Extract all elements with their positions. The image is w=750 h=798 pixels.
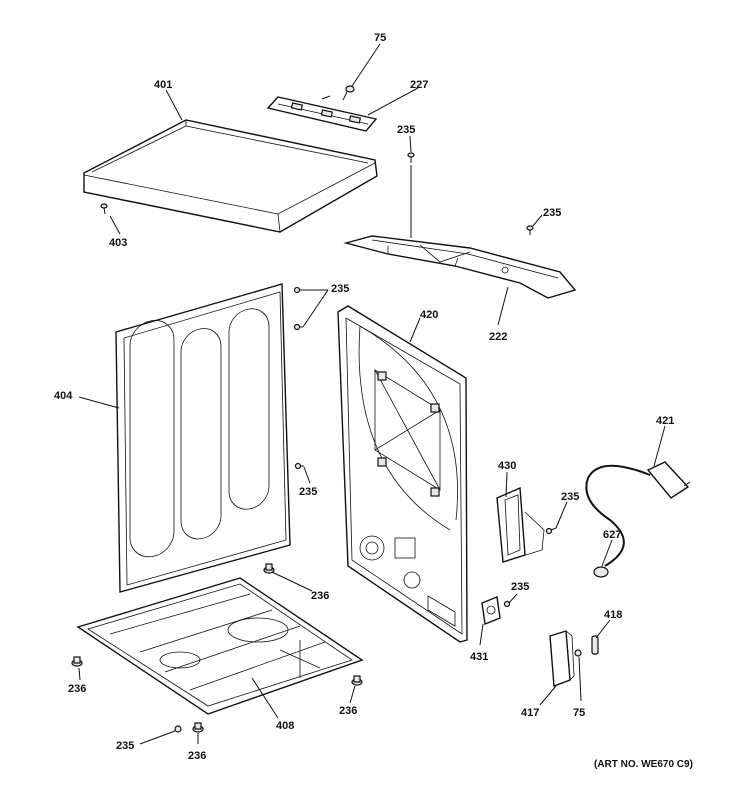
callout-417: 417 — [521, 707, 539, 719]
callout-403: 403 — [109, 237, 127, 249]
callout-labels: 75 227 401 235 235 403 235 420 222 404 2… — [54, 32, 693, 770]
part-418 — [591, 635, 599, 655]
callout-222: 222 — [489, 331, 507, 343]
art-number: (ART NO. WE670 C9) — [594, 759, 693, 770]
callout-75-top: 75 — [374, 32, 386, 44]
screw-235-b — [526, 225, 534, 235]
callout-235-d: 235 — [299, 486, 317, 498]
callout-430: 430 — [498, 460, 516, 472]
rear-panel-420 — [337, 305, 468, 643]
cover-417 — [549, 630, 575, 687]
screw-235-c2 — [293, 323, 303, 331]
foot-236-b — [71, 656, 83, 667]
screw-235-f — [503, 600, 511, 608]
callout-227: 227 — [410, 79, 428, 91]
screw-235-d — [294, 462, 304, 470]
callout-235-c: 235 — [331, 283, 349, 295]
screw-75-top — [342, 85, 355, 101]
callout-236-c: 236 — [339, 705, 357, 717]
base-408 — [76, 577, 364, 715]
callout-236-d: 236 — [188, 750, 206, 762]
screw-235-g — [174, 725, 182, 733]
callout-235-a: 235 — [397, 124, 415, 136]
front-panel-bracket-222 — [343, 235, 577, 299]
callout-627: 627 — [603, 529, 621, 541]
callout-431: 431 — [470, 651, 488, 663]
callout-235-g: 235 — [116, 740, 134, 752]
terminal-block-431 — [481, 596, 501, 625]
callout-404: 404 — [54, 390, 73, 402]
leader-lines — [78, 43, 666, 745]
callout-236-a: 236 — [311, 590, 329, 602]
callout-235-b: 235 — [543, 207, 561, 219]
strain-relief-430 — [496, 486, 545, 563]
callout-235-e: 235 — [561, 491, 579, 503]
callout-408: 408 — [276, 720, 294, 732]
side-panel-404 — [115, 283, 291, 593]
screw-235-a — [407, 152, 415, 163]
power-cord-421 — [585, 461, 691, 578]
callout-401: 401 — [154, 79, 172, 91]
foot-236-d — [192, 722, 204, 733]
foot-236-c — [351, 675, 363, 686]
foot-236-a — [263, 563, 275, 574]
callout-235-f: 235 — [511, 581, 529, 593]
top-cover-401 — [83, 119, 378, 233]
callout-420: 420 — [420, 309, 438, 321]
screw-235-c1 — [293, 286, 303, 294]
callout-421: 421 — [656, 415, 674, 427]
callout-418: 418 — [604, 609, 622, 621]
screw-403 — [100, 203, 108, 215]
bracket-227 — [266, 96, 378, 132]
callout-75-bottom: 75 — [573, 707, 585, 719]
screw-235-e — [545, 527, 557, 535]
callout-236-b: 236 — [68, 683, 86, 695]
screw-75-bottom — [574, 649, 582, 657]
